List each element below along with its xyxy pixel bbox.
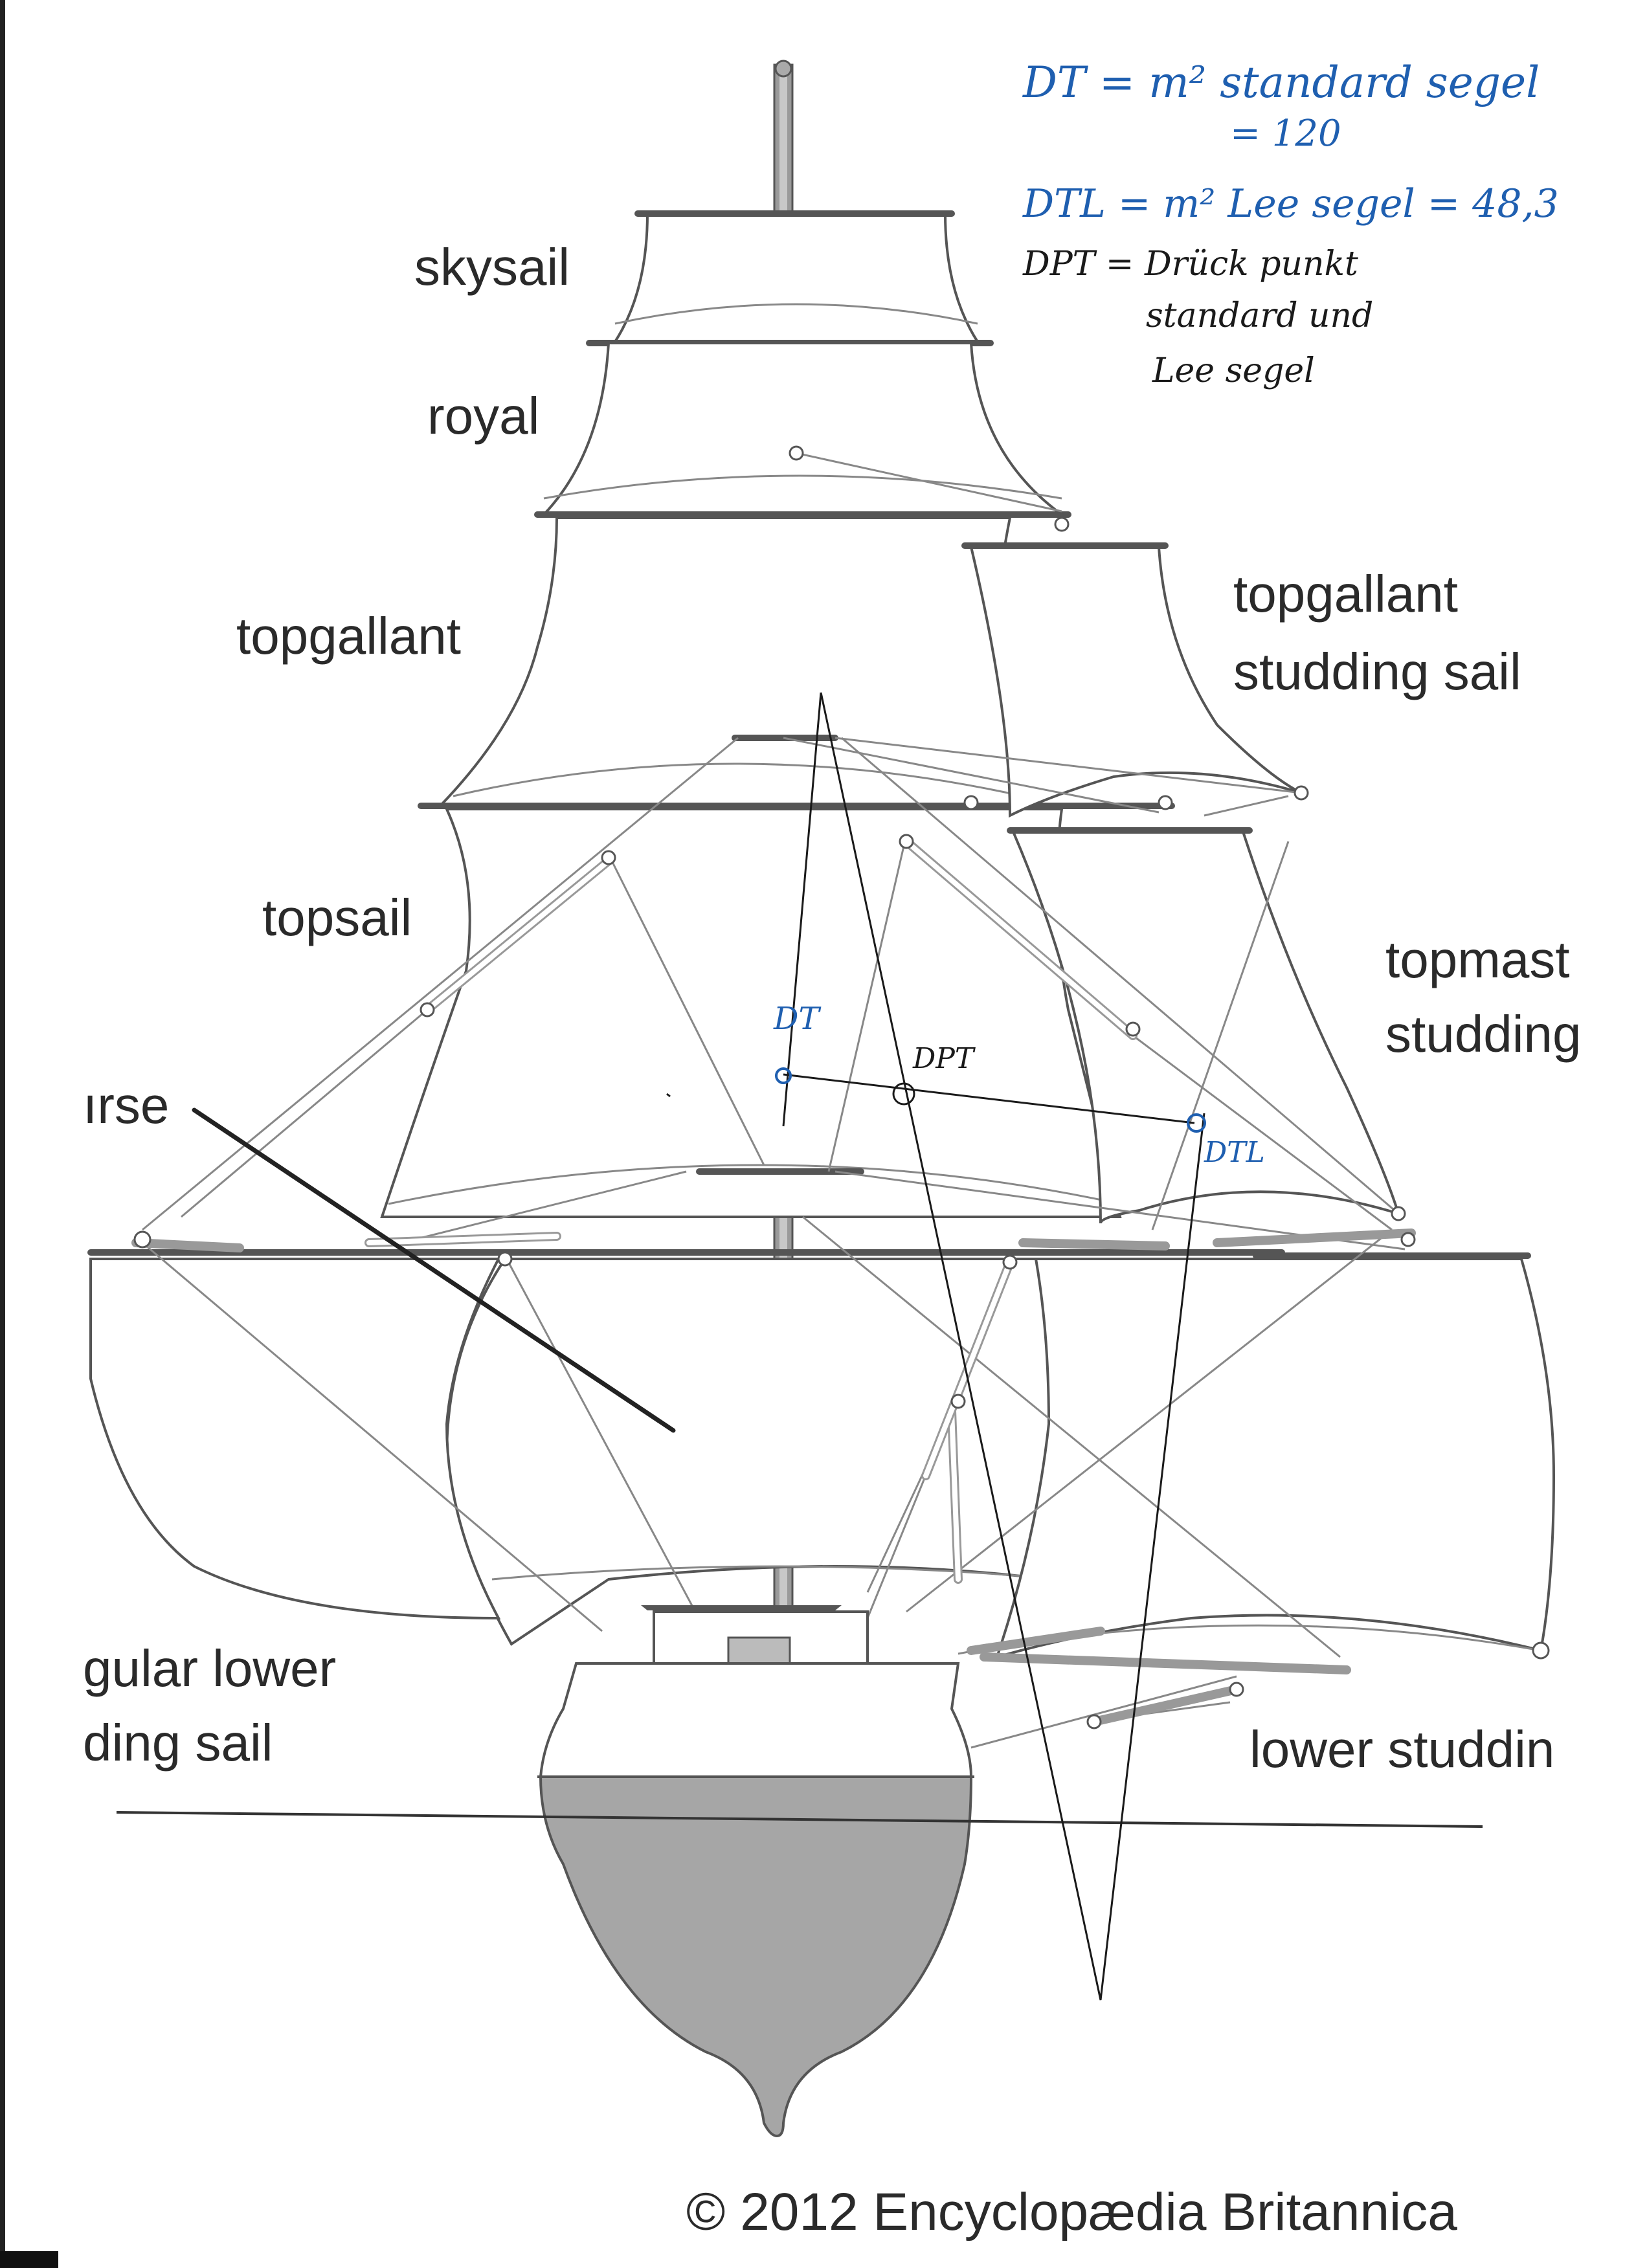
label-topgallant-studding-2: studding sail (1233, 643, 1521, 700)
topgallant-studding-sail (969, 546, 1302, 818)
ship-hull (537, 1605, 974, 2138)
pen-construction-lines (666, 692, 1205, 2001)
label-lower-left-1: gular lower (83, 1640, 336, 1697)
note-dpt-line3: Lee segel (1152, 351, 1315, 390)
note-dtl: DTL = m² Lee segel = 48,3 (1022, 181, 1559, 227)
note-dt-line1: DT = m² standard segel (1022, 58, 1540, 107)
studding-booms (131, 837, 1416, 1726)
rigging-lines (142, 452, 1406, 1749)
royal-sail (541, 342, 1066, 516)
label-course: ırse (83, 1076, 169, 1134)
note-dpt-line2: standard und (1146, 296, 1373, 335)
label-topgallant: topgallant (236, 607, 461, 665)
left-lower-studding-sail (89, 1258, 501, 1620)
label-topmast-2: studding (1385, 1005, 1581, 1063)
topgallant-sail (437, 517, 1029, 807)
right-lower-studding-sail (958, 1258, 1556, 1659)
pen-markers (775, 1067, 1206, 1133)
topsail-sail (380, 808, 1122, 1218)
scan-corner-mark (0, 2251, 58, 2268)
label-topmast-1: topmast (1385, 931, 1570, 988)
topmast-studding-sail (1011, 830, 1401, 1224)
note-dt-line2: = 120 (1230, 113, 1341, 155)
note-dpt-line1: DPT = Drück punkt (1022, 245, 1358, 284)
label-lower-right: lower studdin (1249, 1720, 1554, 1778)
skysail-sail (612, 212, 980, 343)
label-topsail: topsail (262, 889, 412, 946)
copyright-credit: © 2012 Encyclopædia Britannica (686, 2183, 1457, 2241)
marker-label-dpt: DPT (912, 1042, 976, 1075)
label-royal: royal (427, 387, 539, 445)
course-pointer-line (192, 1107, 676, 1433)
marker-label-dt: DT (773, 1001, 821, 1037)
marker-label-dtl: DTL (1204, 1136, 1265, 1169)
scan-left-border (0, 0, 5, 2268)
waterline (116, 1811, 1483, 1828)
rigging-blocks (133, 445, 1550, 1729)
label-lower-left-2: ding sail (83, 1714, 273, 1772)
label-topgallant-studding-1: topgallant (1233, 565, 1458, 623)
label-skysail: skysail (414, 238, 570, 296)
